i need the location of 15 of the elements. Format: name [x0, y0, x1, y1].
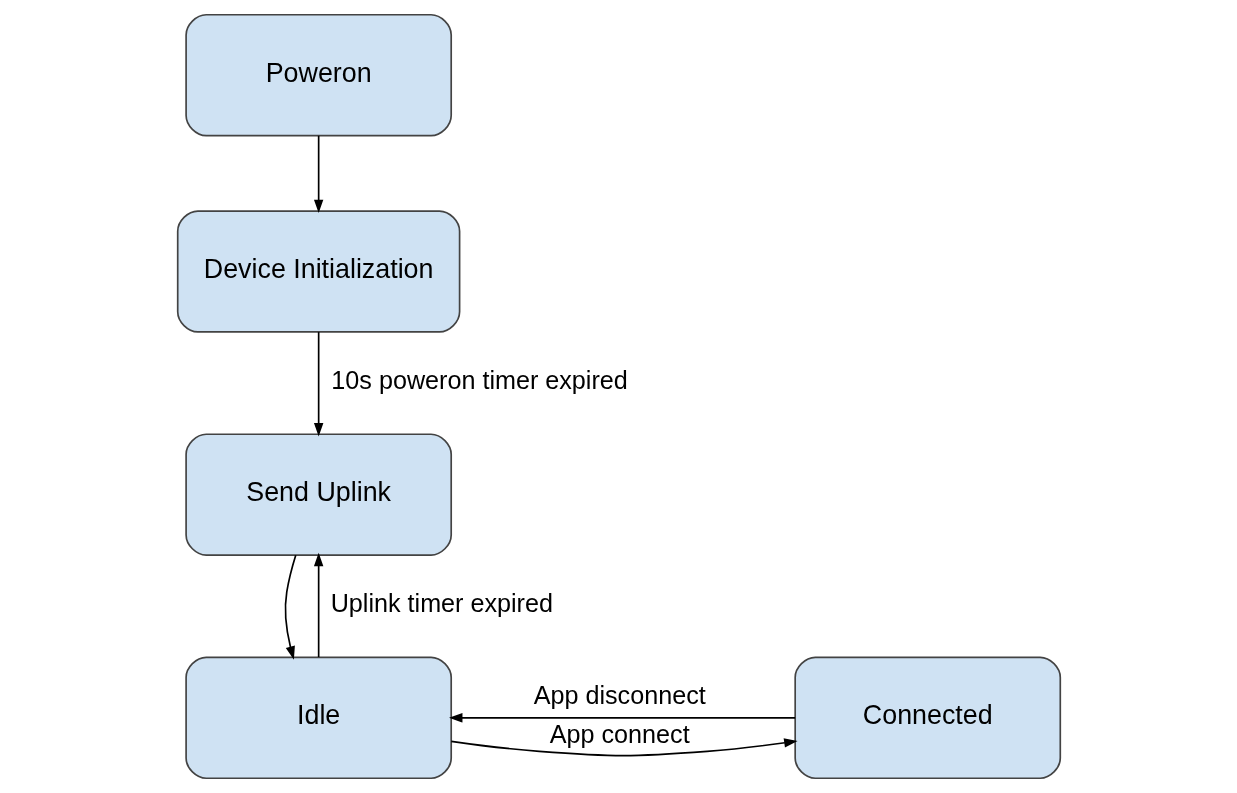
node-box: Poweron [184, 13, 452, 137]
edge-label: App connect [549, 719, 690, 748]
arrow [284, 554, 297, 660]
arrow [449, 738, 798, 757]
edge-label: App disconnect [533, 681, 706, 710]
node-box: Send Uplink [184, 433, 452, 556]
node-box: Idle [184, 656, 452, 780]
arrow [313, 134, 323, 214]
edge-label: 10s poweron timer expired [330, 365, 628, 394]
node-box: Connected [793, 656, 1061, 780]
edge-label: Uplink timer expired [330, 589, 553, 618]
node-box: Device Initialization [176, 210, 460, 333]
arrow [313, 552, 323, 658]
arrow [313, 331, 323, 437]
arrow [448, 713, 796, 723]
